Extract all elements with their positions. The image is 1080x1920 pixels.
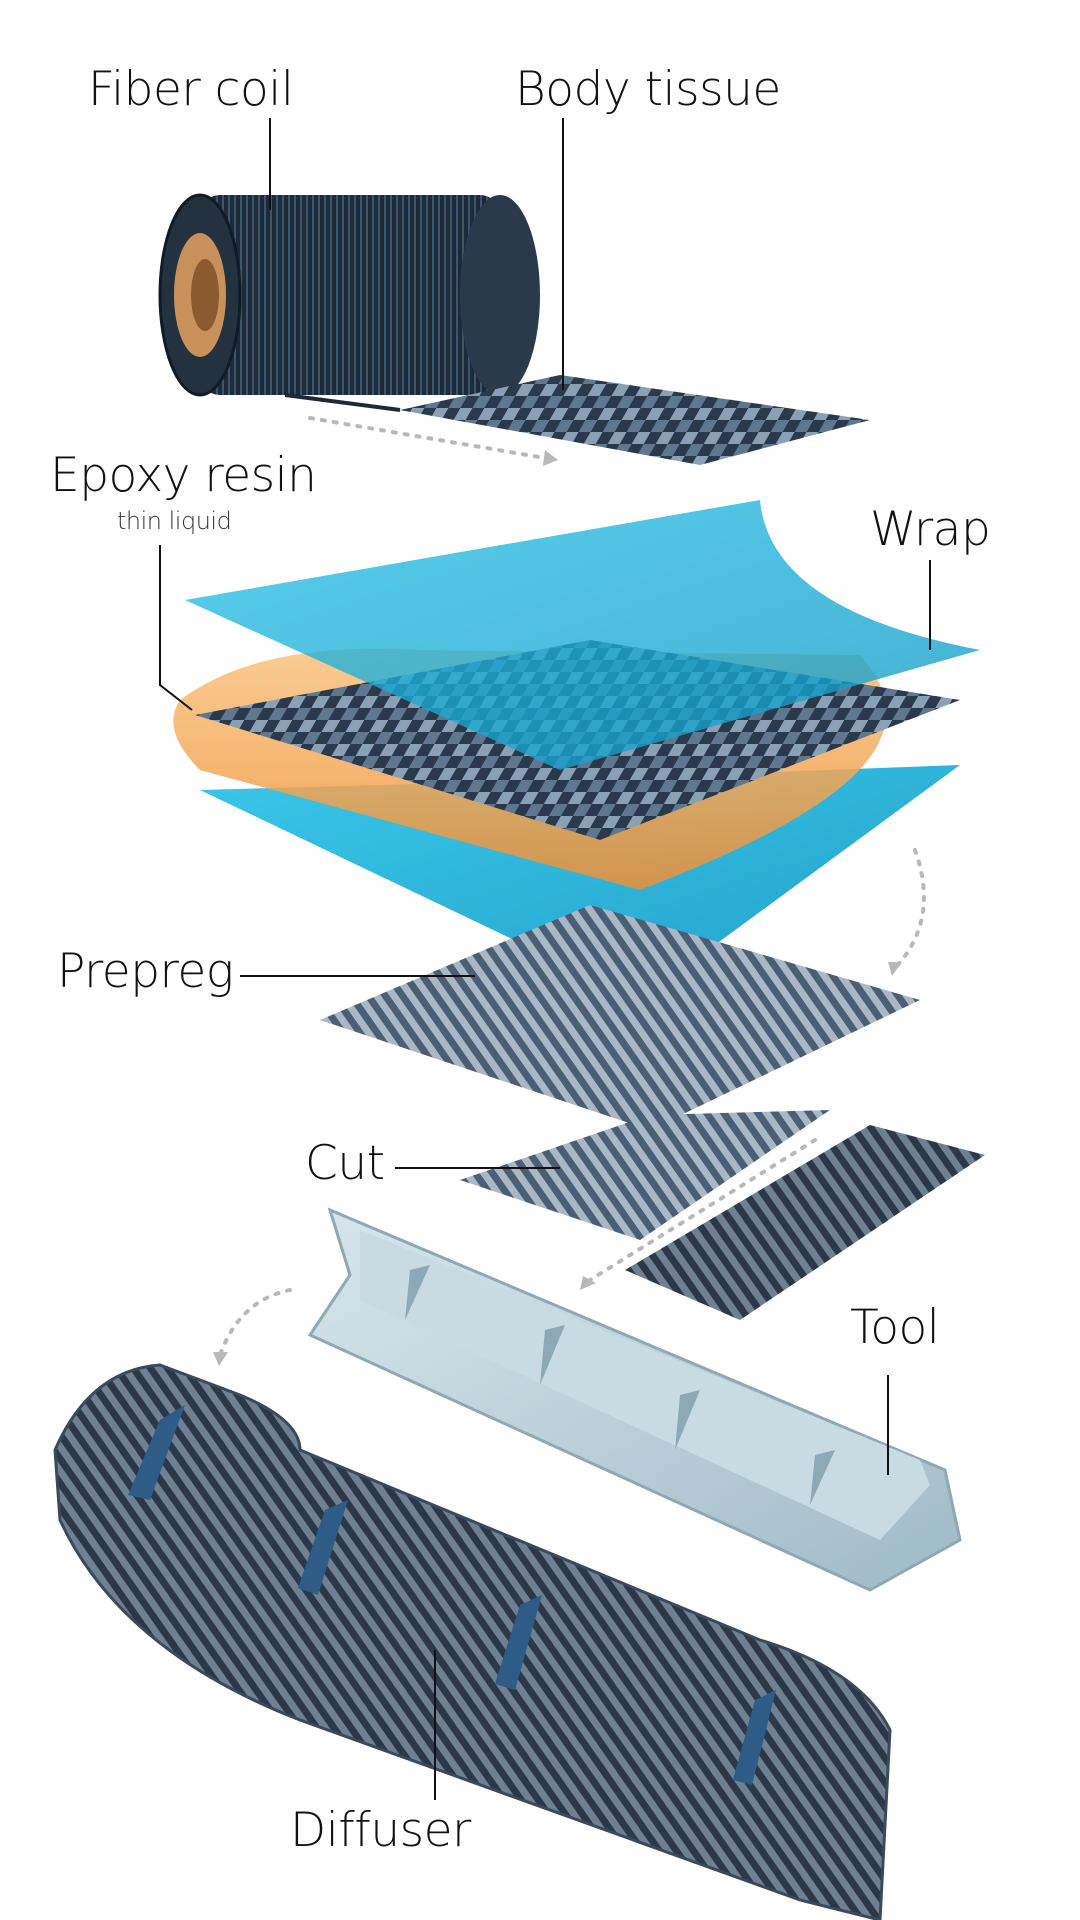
arrow-head-tool: [580, 1276, 596, 1290]
cut-piece-right: [625, 1125, 985, 1320]
epoxy-resin-sublabel: thin liquid: [117, 507, 232, 535]
arrow-head-coil: [543, 450, 558, 466]
cut-piece-left: [460, 1110, 830, 1240]
fiber-coil-label: Fiber coil: [88, 62, 294, 117]
arrow-coil-to-tissue: [308, 416, 547, 460]
wrap-label: Wrap: [870, 502, 991, 557]
epoxy-resin-leader: [159, 545, 193, 711]
epoxy-resin-label: Epoxy resin: [50, 448, 317, 503]
diffuser-label: Diffuser: [290, 1803, 471, 1858]
fiber-coil-graphic: [158, 193, 540, 397]
cut-label: Cut: [305, 1136, 385, 1191]
arrow-cut-to-tool: [588, 1138, 817, 1282]
prepreg-label: Prepreg: [57, 944, 234, 999]
arrow-head-diffuser: [213, 1352, 228, 1366]
tool-graphic: [307, 1207, 962, 1592]
fiber-threads: [587, 190, 868, 410]
wrap-resin-graphic: [173, 500, 980, 1000]
arrow-wrap-to-prepreg: [893, 848, 926, 970]
body-tissue-label: Body tissue: [515, 62, 781, 117]
body-tissue-graphic: [284, 190, 870, 465]
arrow-heads: [213, 450, 902, 1366]
callout-lines: [159, 118, 931, 1800]
tool-label: Tool: [850, 1300, 940, 1355]
arrow-head-prepreg: [888, 962, 902, 976]
process-arrows: [218, 416, 926, 1357]
diffuser-graphic: [53, 1363, 892, 1920]
arrow-tool-to-diffuser: [218, 1288, 292, 1357]
prepreg-sheet: [320, 905, 920, 1130]
